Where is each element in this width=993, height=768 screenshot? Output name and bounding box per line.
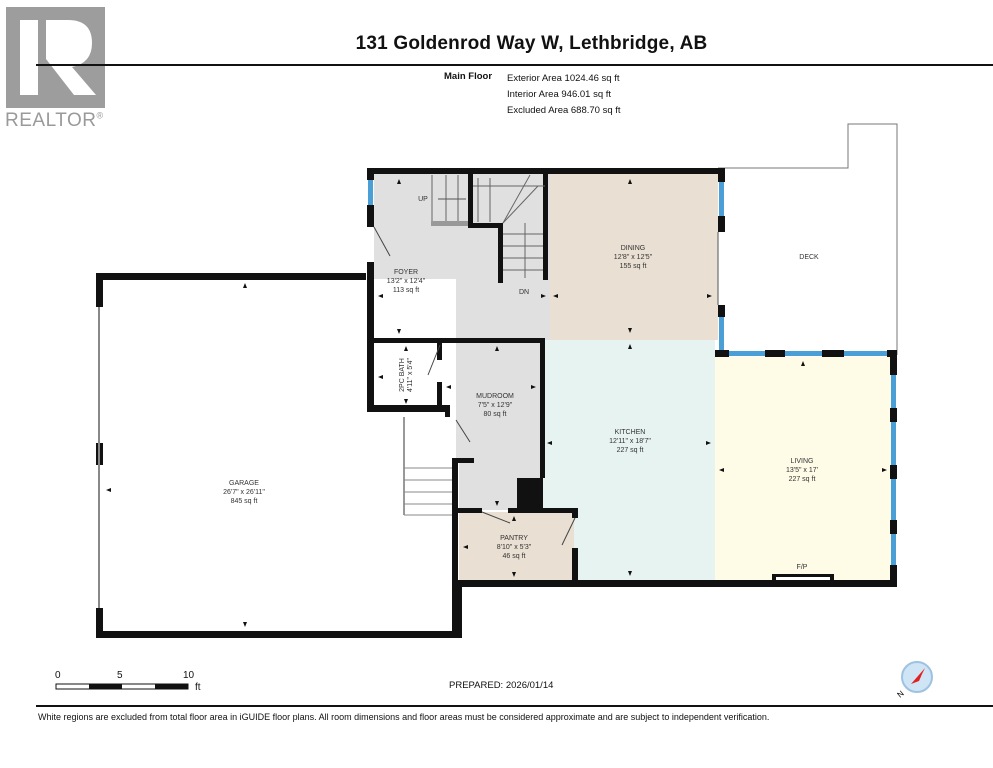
- stairs-up: [431, 175, 468, 226]
- svg-text:7'5" x 12'9": 7'5" x 12'9": [478, 402, 513, 409]
- scale-tick-10: 10: [183, 670, 195, 681]
- prepared-date: PREPARED: 2026/01/14: [449, 680, 554, 691]
- svg-text:8'10" x 5'3": 8'10" x 5'3": [497, 544, 532, 551]
- interior-walls: [367, 172, 578, 638]
- svg-text:26'7" x 26'11": 26'7" x 26'11": [223, 489, 265, 496]
- fireplace-label: F/P: [797, 564, 808, 571]
- fireplace: [772, 574, 834, 582]
- exterior-walls: [367, 168, 897, 587]
- area-summary: Exterior Area 1024.46 sq ft Interior Are…: [507, 71, 621, 119]
- compass-north-label: N: [896, 689, 906, 700]
- svg-text:PANTRY: PANTRY: [500, 535, 528, 542]
- room-dining: [550, 172, 718, 340]
- svg-text:4'11" x 5'4": 4'11" x 5'4": [407, 357, 414, 391]
- svg-text:KITCHEN: KITCHEN: [615, 429, 646, 436]
- deck-outline: [718, 123, 898, 355]
- windows: [368, 180, 896, 565]
- room-label-kitchen: KITCHEN 12'11" x 18'7" 227 sq ft: [609, 429, 651, 454]
- room-garage: [102, 279, 456, 631]
- svg-text:GARAGE: GARAGE: [229, 480, 259, 487]
- disclaimer: White regions are excluded from total fl…: [38, 712, 770, 722]
- room-label-garage: GARAGE 26'7" x 26'11" 845 sq ft: [223, 480, 265, 505]
- realtor-r-icon: [20, 20, 96, 95]
- compass-icon: [901, 661, 933, 693]
- scale-unit: ft: [195, 682, 201, 693]
- exterior-area: Exterior Area 1024.46 sq ft: [507, 73, 620, 84]
- room-label-mudroom: MUDROOM 7'5" x 12'9" 80 sq ft: [476, 393, 514, 418]
- stairs-down-label: DN: [519, 289, 529, 296]
- floor-name: Main Floor: [444, 71, 493, 82]
- scale-tick-0: 0: [55, 670, 61, 681]
- scale-bar: [55, 683, 189, 690]
- page-title: 131 Goldenrod Way W, Lethbridge, AB: [355, 33, 708, 54]
- svg-text:12'11" x 18'7": 12'11" x 18'7": [609, 438, 651, 445]
- title-divider: [36, 64, 993, 66]
- svg-text:845 sq ft: 845 sq ft: [231, 498, 258, 505]
- footer-divider: [36, 705, 993, 707]
- scale-tick-5: 5: [117, 670, 123, 681]
- svg-text:113 sq ft: 113 sq ft: [393, 287, 419, 294]
- svg-text:DINING: DINING: [621, 245, 646, 252]
- excluded-area: Excluded Area 688.70 sq ft: [507, 105, 621, 116]
- room-mudroom: [440, 342, 543, 510]
- svg-text:13'2" x 12'4": 13'2" x 12'4": [387, 278, 426, 285]
- room-pantry: [459, 512, 574, 580]
- realtor-logo-text: REALTOR®: [5, 110, 104, 131]
- svg-text:LIVING: LIVING: [791, 458, 814, 465]
- svg-text:227 sq ft: 227 sq ft: [617, 447, 644, 454]
- room-label-pantry: PANTRY 8'10" x 5'3" 46 sq ft: [497, 535, 532, 560]
- room-label-foyer: FOYER 13'2" x 12'4" 113 sq ft: [387, 269, 426, 294]
- svg-text:46 sq ft: 46 sq ft: [503, 553, 526, 560]
- stairs-up-label: UP: [418, 196, 428, 203]
- interior-area: Interior Area 946.01 sq ft: [507, 89, 612, 100]
- garage-steps: [403, 417, 452, 516]
- room-living: [715, 357, 893, 580]
- dimension-markers: [106, 179, 887, 627]
- room-label-bath: 2PC BATH 4'11" x 5'4": [399, 357, 414, 391]
- svg-text:80 sq ft: 80 sq ft: [484, 411, 507, 418]
- svg-text:227 sq ft: 227 sq ft: [789, 476, 816, 483]
- realtor-logo: [6, 7, 105, 108]
- svg-text:2PC BATH: 2PC BATH: [399, 358, 406, 392]
- stairs-down: [473, 174, 545, 278]
- room-label-deck: DECK: [799, 254, 819, 261]
- door-swings: [373, 226, 576, 546]
- svg-text:MUDROOM: MUDROOM: [476, 393, 514, 400]
- svg-text:155 sq ft: 155 sq ft: [620, 263, 647, 270]
- room-label-living: LIVING 13'5" x 17' 227 sq ft: [786, 458, 818, 483]
- svg-text:FOYER: FOYER: [394, 269, 418, 276]
- svg-text:12'8" x 12'5": 12'8" x 12'5": [614, 254, 653, 261]
- svg-text:13'5" x 17': 13'5" x 17': [786, 467, 818, 474]
- svg-text:DECK: DECK: [799, 254, 819, 261]
- room-label-dining: DINING 12'8" x 12'5" 155 sq ft: [614, 245, 653, 270]
